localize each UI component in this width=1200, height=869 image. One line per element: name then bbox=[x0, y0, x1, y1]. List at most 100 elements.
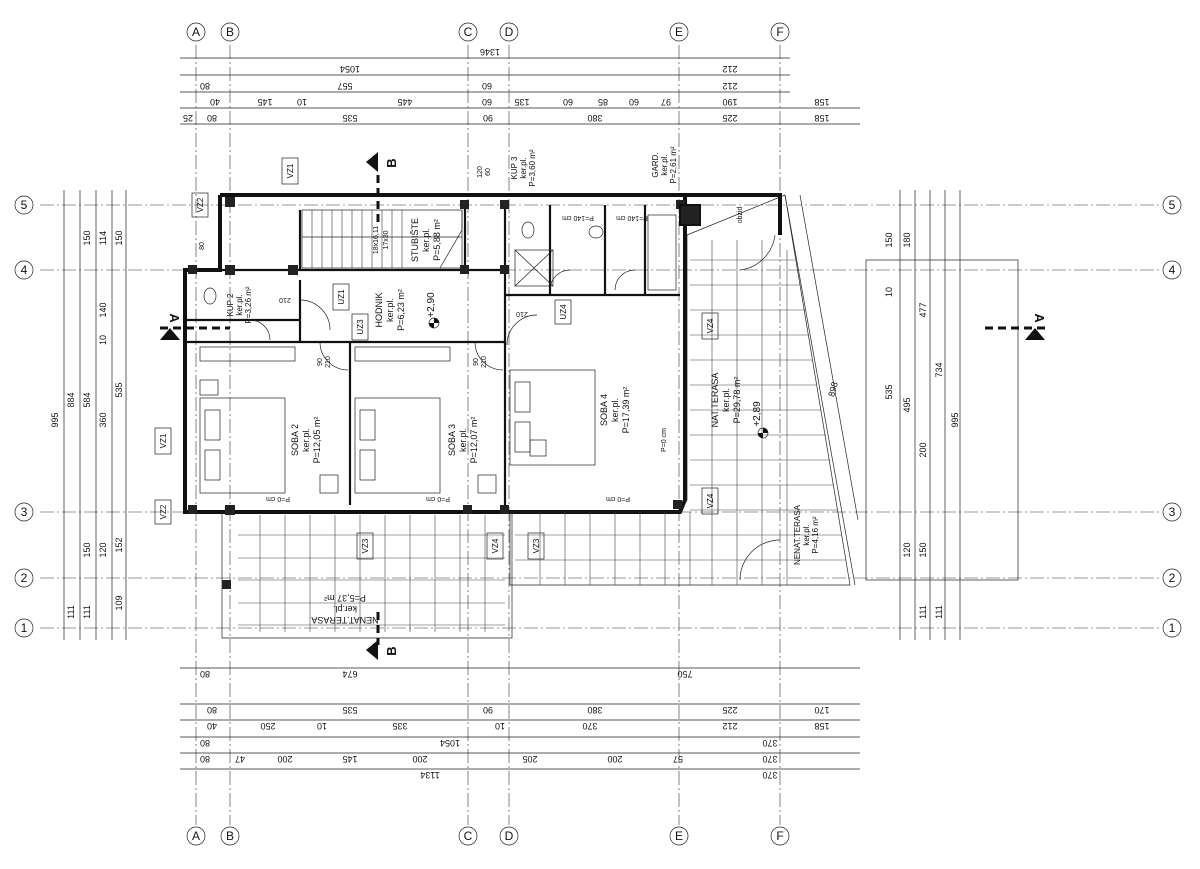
svg-text:UZ3: UZ3 bbox=[356, 319, 365, 335]
svg-text:P=29,78 m²: P=29,78 m² bbox=[732, 377, 742, 424]
section-marker-a-right: A bbox=[985, 313, 1047, 340]
svg-text:80: 80 bbox=[200, 81, 210, 91]
room-label-stubiste: STUBIŠTE ker.pl. P=5,88 m² bbox=[410, 218, 442, 262]
section-marker-b-top: B bbox=[366, 152, 399, 225]
svg-text:535: 535 bbox=[342, 705, 357, 715]
svg-text:ker.pl.: ker.pl. bbox=[610, 398, 620, 422]
svg-text:250: 250 bbox=[260, 721, 275, 731]
svg-text:2: 2 bbox=[21, 571, 28, 585]
svg-text:C: C bbox=[464, 829, 473, 843]
svg-text:80: 80 bbox=[207, 113, 217, 123]
dimension-chains-left: 995 884 584 150 140 360 150 111 114 535 … bbox=[50, 190, 127, 640]
section-marker-b-bottom: B bbox=[366, 612, 399, 660]
grid-lines-vertical bbox=[195, 45, 781, 825]
svg-text:200: 200 bbox=[412, 754, 427, 764]
svg-text:P=5,88 m²: P=5,88 m² bbox=[432, 219, 442, 261]
svg-text:60: 60 bbox=[482, 97, 492, 107]
svg-text:734: 734 bbox=[934, 362, 944, 377]
axis-bubble-e-top: E bbox=[669, 22, 689, 42]
window-tag-vz4-a: VZ4 bbox=[701, 312, 719, 340]
svg-text:P=6,23 m²: P=6,23 m² bbox=[396, 289, 406, 331]
svg-text:380: 380 bbox=[587, 113, 602, 123]
svg-text:B: B bbox=[226, 25, 234, 39]
svg-text:90: 90 bbox=[473, 358, 480, 366]
svg-text:ker.pl.: ker.pl. bbox=[385, 298, 395, 322]
svg-text:ker.pl.: ker.pl. bbox=[802, 524, 811, 545]
svg-text:180: 180 bbox=[902, 232, 912, 247]
svg-text:370: 370 bbox=[582, 721, 597, 731]
svg-text:1054: 1054 bbox=[440, 738, 460, 748]
svg-text:P=0 cm: P=0 cm bbox=[661, 428, 668, 452]
svg-text:D: D bbox=[505, 25, 514, 39]
svg-text:212: 212 bbox=[722, 64, 737, 74]
svg-text:557: 557 bbox=[337, 81, 352, 91]
svg-text:210: 210 bbox=[516, 310, 528, 317]
svg-text:145: 145 bbox=[257, 97, 272, 107]
axis-bubble-f-top: F bbox=[770, 22, 790, 42]
svg-text:SOBA 2: SOBA 2 bbox=[290, 424, 300, 456]
svg-text:85: 85 bbox=[598, 97, 608, 107]
svg-text:170: 170 bbox=[814, 705, 829, 715]
svg-text:ker.pl.: ker.pl. bbox=[519, 157, 528, 178]
svg-text:ker.pl.: ker.pl. bbox=[660, 154, 669, 175]
svg-text:STUBIŠTE: STUBIŠTE bbox=[410, 218, 420, 262]
svg-text:109: 109 bbox=[114, 595, 124, 610]
svg-text:VZ4: VZ4 bbox=[706, 318, 715, 333]
bed-soba3 bbox=[354, 397, 441, 494]
svg-text:158: 158 bbox=[814, 97, 829, 107]
nightstand-soba4 bbox=[529, 439, 547, 457]
svg-text:898: 898 bbox=[826, 381, 840, 398]
svg-text:E: E bbox=[675, 25, 683, 39]
svg-text:120: 120 bbox=[477, 166, 484, 178]
svg-text:4: 4 bbox=[1169, 263, 1176, 277]
svg-text:25: 25 bbox=[183, 113, 193, 123]
svg-text:A: A bbox=[192, 829, 200, 843]
axis-bubbles-letters: A B C D E F A B C D E F bbox=[186, 22, 790, 846]
svg-text:ker.pl.: ker.pl. bbox=[421, 228, 431, 252]
axis-bubble-5-left: 5 bbox=[14, 195, 34, 215]
axis-bubble-c-bottom: C bbox=[458, 826, 478, 846]
door-swings bbox=[249, 234, 781, 581]
svg-text:B: B bbox=[384, 646, 399, 655]
room-label-kup2: KUP 2 ker.pl. P=3,26 m² bbox=[226, 286, 253, 323]
svg-text:80: 80 bbox=[200, 754, 210, 764]
window-tag-vz4-c: VZ4 bbox=[486, 532, 504, 560]
svg-text:158: 158 bbox=[814, 721, 829, 731]
axis-bubble-3-left: 3 bbox=[14, 502, 34, 522]
section-marker-a-left: A bbox=[160, 313, 230, 340]
svg-text:P=140 cm: P=140 cm bbox=[616, 214, 648, 221]
svg-text:A: A bbox=[167, 313, 182, 323]
svg-text:10: 10 bbox=[495, 721, 505, 731]
svg-text:VZ4: VZ4 bbox=[491, 538, 500, 553]
axis-bubble-c-top: C bbox=[458, 22, 478, 42]
svg-text:995: 995 bbox=[50, 412, 60, 427]
svg-text:884: 884 bbox=[66, 392, 76, 407]
svg-text:5: 5 bbox=[21, 198, 28, 212]
svg-text:152: 152 bbox=[114, 537, 124, 552]
room-label-soba3: SOBA 3 ker.pl. P=12,07 m² bbox=[447, 417, 479, 464]
wardrobe-soba2 bbox=[199, 346, 296, 362]
svg-text:120: 120 bbox=[98, 542, 108, 557]
window-tag-vz4-b: VZ4 bbox=[701, 487, 719, 515]
axis-bubble-4-left: 4 bbox=[14, 260, 34, 280]
svg-text:SOBA 3: SOBA 3 bbox=[447, 424, 457, 456]
svg-text:90: 90 bbox=[483, 705, 493, 715]
svg-text:225: 225 bbox=[722, 705, 737, 715]
building-walls bbox=[183, 193, 782, 589]
svg-text:NENAT.TERASA: NENAT.TERASA bbox=[311, 615, 378, 625]
svg-text:P=3,26 m²: P=3,26 m² bbox=[244, 286, 253, 323]
wardrobe-gard bbox=[647, 214, 677, 291]
dimension-chains-bottom: 80 674 750 80 535 90 380 225 170 40 250 … bbox=[180, 667, 860, 780]
svg-text:335: 335 bbox=[392, 721, 407, 731]
wardrobe-soba3 bbox=[354, 346, 451, 362]
svg-text:1: 1 bbox=[21, 621, 28, 635]
svg-text:10: 10 bbox=[317, 721, 327, 731]
svg-text:P=140 cm: P=140 cm bbox=[562, 214, 594, 221]
axis-bubble-1-right: 1 bbox=[1162, 618, 1182, 638]
svg-text:750: 750 bbox=[677, 669, 692, 679]
axis-bubble-f-bottom: F bbox=[770, 826, 790, 846]
svg-text:3: 3 bbox=[21, 505, 28, 519]
dimension-chains-right: 150 10 535 200 150 111 180 495 120 111 4… bbox=[784, 190, 1019, 640]
nightstand-soba2-b bbox=[319, 474, 339, 494]
svg-text:4: 4 bbox=[21, 263, 28, 277]
